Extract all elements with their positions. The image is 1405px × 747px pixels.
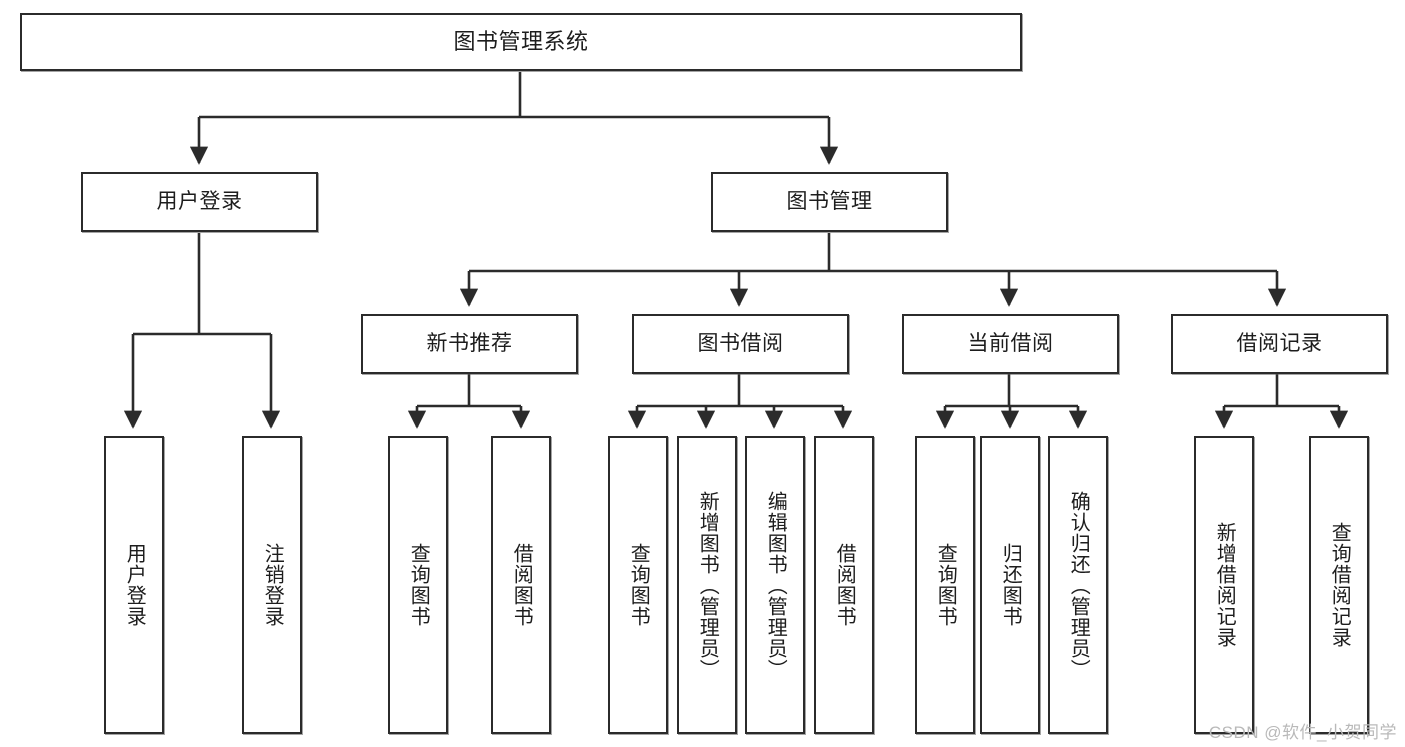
node-leaf-query-book-borrow[interactable]: 查询图书 <box>608 436 668 734</box>
csdn-watermark: CSDN @软件_小贺同学 <box>1208 723 1397 742</box>
node-label: 归还图书 <box>999 543 1022 627</box>
node-label: 借阅图书 <box>510 543 533 627</box>
node-leaf-return-book[interactable]: 归还图书 <box>980 436 1040 734</box>
node-label: 确认归还（管理员） <box>1067 490 1090 680</box>
node-label: 新增图书（管理员） <box>696 490 719 680</box>
node-leaf-logout[interactable]: 注销登录 <box>242 436 302 734</box>
node-leaf-add-borrow-record[interactable]: 新增借阅记录 <box>1194 436 1254 734</box>
node-root-system[interactable]: 图书管理系统 <box>20 13 1022 71</box>
node-label: 注销登录 <box>261 543 284 627</box>
node-leaf-confirm-return-admin[interactable]: 确认归还（管理员） <box>1048 436 1108 734</box>
node-new-book-recommend[interactable]: 新书推荐 <box>361 314 578 374</box>
node-book-borrow[interactable]: 图书借阅 <box>632 314 849 374</box>
node-user-login[interactable]: 用户登录 <box>81 172 318 232</box>
node-label: 查询图书 <box>627 543 650 627</box>
node-label: 查询图书 <box>407 543 430 627</box>
node-label: 当前借阅 <box>967 331 1054 355</box>
node-borrow-record[interactable]: 借阅记录 <box>1171 314 1388 374</box>
node-leaf-query-borrow-record[interactable]: 查询借阅记录 <box>1309 436 1369 734</box>
node-leaf-borrow-book[interactable]: 借阅图书 <box>814 436 874 734</box>
node-label: 用户登录 <box>156 189 243 213</box>
node-leaf-user-login[interactable]: 用户登录 <box>104 436 164 734</box>
node-book-management[interactable]: 图书管理 <box>711 172 948 232</box>
node-label: 新书推荐 <box>426 331 513 355</box>
node-leaf-borrow-book-recommend[interactable]: 借阅图书 <box>491 436 551 734</box>
node-label: 图书管理 <box>786 189 873 213</box>
node-leaf-edit-book-admin[interactable]: 编辑图书（管理员） <box>745 436 805 734</box>
node-label: 查询借阅记录 <box>1328 522 1351 648</box>
node-label: 图书管理系统 <box>453 29 589 55</box>
node-label: 用户登录 <box>123 543 146 627</box>
node-current-borrow[interactable]: 当前借阅 <box>902 314 1119 374</box>
node-leaf-add-book-admin[interactable]: 新增图书（管理员） <box>677 436 737 734</box>
node-label: 借阅记录 <box>1236 331 1323 355</box>
node-leaf-query-book-current[interactable]: 查询图书 <box>915 436 975 734</box>
node-label: 图书借阅 <box>697 331 784 355</box>
node-label: 查询图书 <box>934 543 957 627</box>
node-label: 编辑图书（管理员） <box>764 490 787 680</box>
node-leaf-query-book-recommend[interactable]: 查询图书 <box>388 436 448 734</box>
node-label: 新增借阅记录 <box>1213 522 1236 648</box>
node-label: 借阅图书 <box>833 543 856 627</box>
